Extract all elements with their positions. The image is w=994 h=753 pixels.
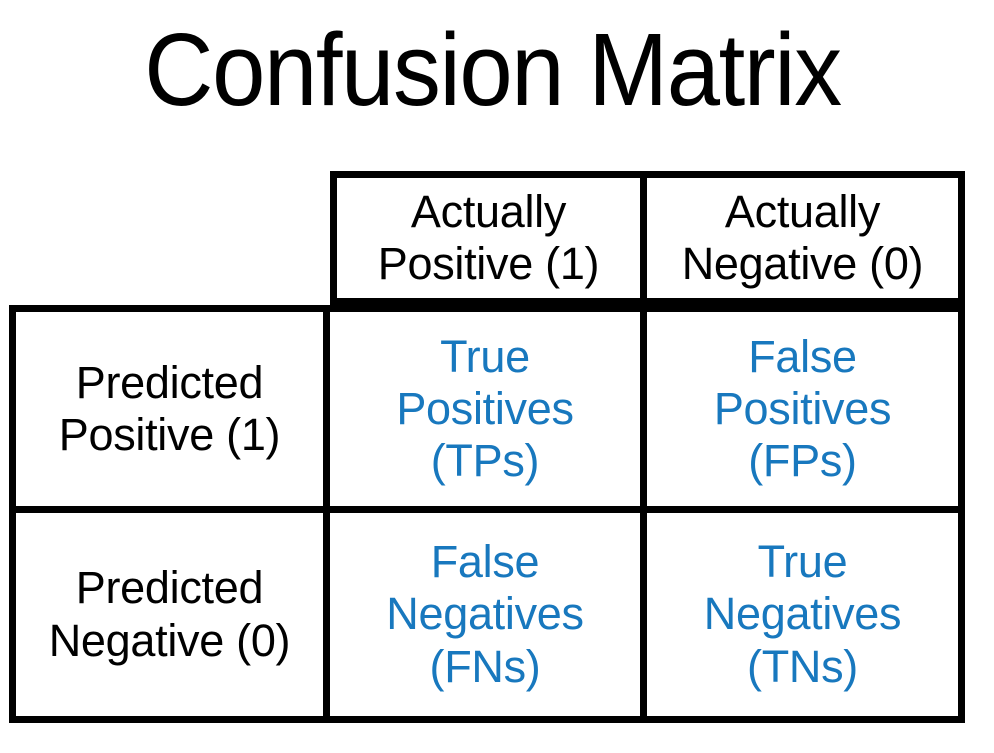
matrix-grid: Actually Positive (1) Actually Negative …: [9, 171, 965, 723]
cell-true-positives-text: True Positives (TPs): [396, 330, 574, 488]
cell-line2: Positives: [713, 382, 892, 434]
cell-line1: True: [757, 536, 848, 588]
cell-line1: False: [430, 536, 540, 588]
cell-false-positives: False Positives (FPs): [647, 305, 965, 513]
cell-true-negatives: True Negatives (TNs): [647, 513, 965, 723]
cell-false-negatives-text: False Negatives (FNs): [386, 536, 584, 693]
column-header-line2: Positive (1): [377, 238, 600, 289]
cell-true-negatives-text: True Negatives (TNs): [703, 536, 902, 693]
cell-line3: (TNs): [747, 640, 858, 692]
confusion-matrix-table: Actually Positive (1) Actually Negative …: [9, 171, 965, 723]
cell-line2: Negatives: [386, 588, 584, 640]
cell-false-negatives: False Negatives (FNs): [330, 513, 647, 723]
cell-line3: (TPs): [430, 435, 540, 487]
cell-line2: Negatives: [703, 588, 902, 640]
cell-line2: Positives: [396, 382, 574, 434]
cell-line3: (FPs): [748, 435, 857, 487]
row-header-text: Predicted Positive (1): [58, 356, 281, 461]
cell-false-positives-text: False Positives (FPs): [713, 330, 892, 488]
cell-line1: False: [748, 330, 857, 382]
row-header-predicted-negative: Predicted Negative (0): [9, 513, 330, 723]
cell-true-positives: True Positives (TPs): [330, 305, 647, 513]
cell-line1: True: [440, 330, 530, 382]
row-header-line1: Predicted: [75, 562, 264, 614]
column-header-line2: Negative (0): [681, 238, 924, 289]
row-header-predicted-positive: Predicted Positive (1): [9, 305, 330, 513]
row-header-text: Predicted Negative (0): [49, 562, 291, 666]
column-header-line1: Actually: [410, 185, 567, 237]
column-header-text: Actually Negative (0): [682, 186, 924, 290]
page-title: Confusion Matrix: [144, 12, 842, 127]
column-header-text: Actually Positive (1): [377, 185, 600, 290]
cell-line3: (FNs): [429, 640, 541, 692]
matrix-corner-cell: [9, 171, 330, 305]
row-header-line2: Negative (0): [48, 614, 291, 666]
row-header-line1: Predicted: [75, 356, 264, 408]
column-header-actually-positive: Actually Positive (1): [330, 171, 647, 305]
column-header-actually-negative: Actually Negative (0): [647, 171, 965, 305]
row-header-line2: Positive (1): [58, 409, 281, 460]
column-header-line1: Actually: [724, 185, 881, 237]
